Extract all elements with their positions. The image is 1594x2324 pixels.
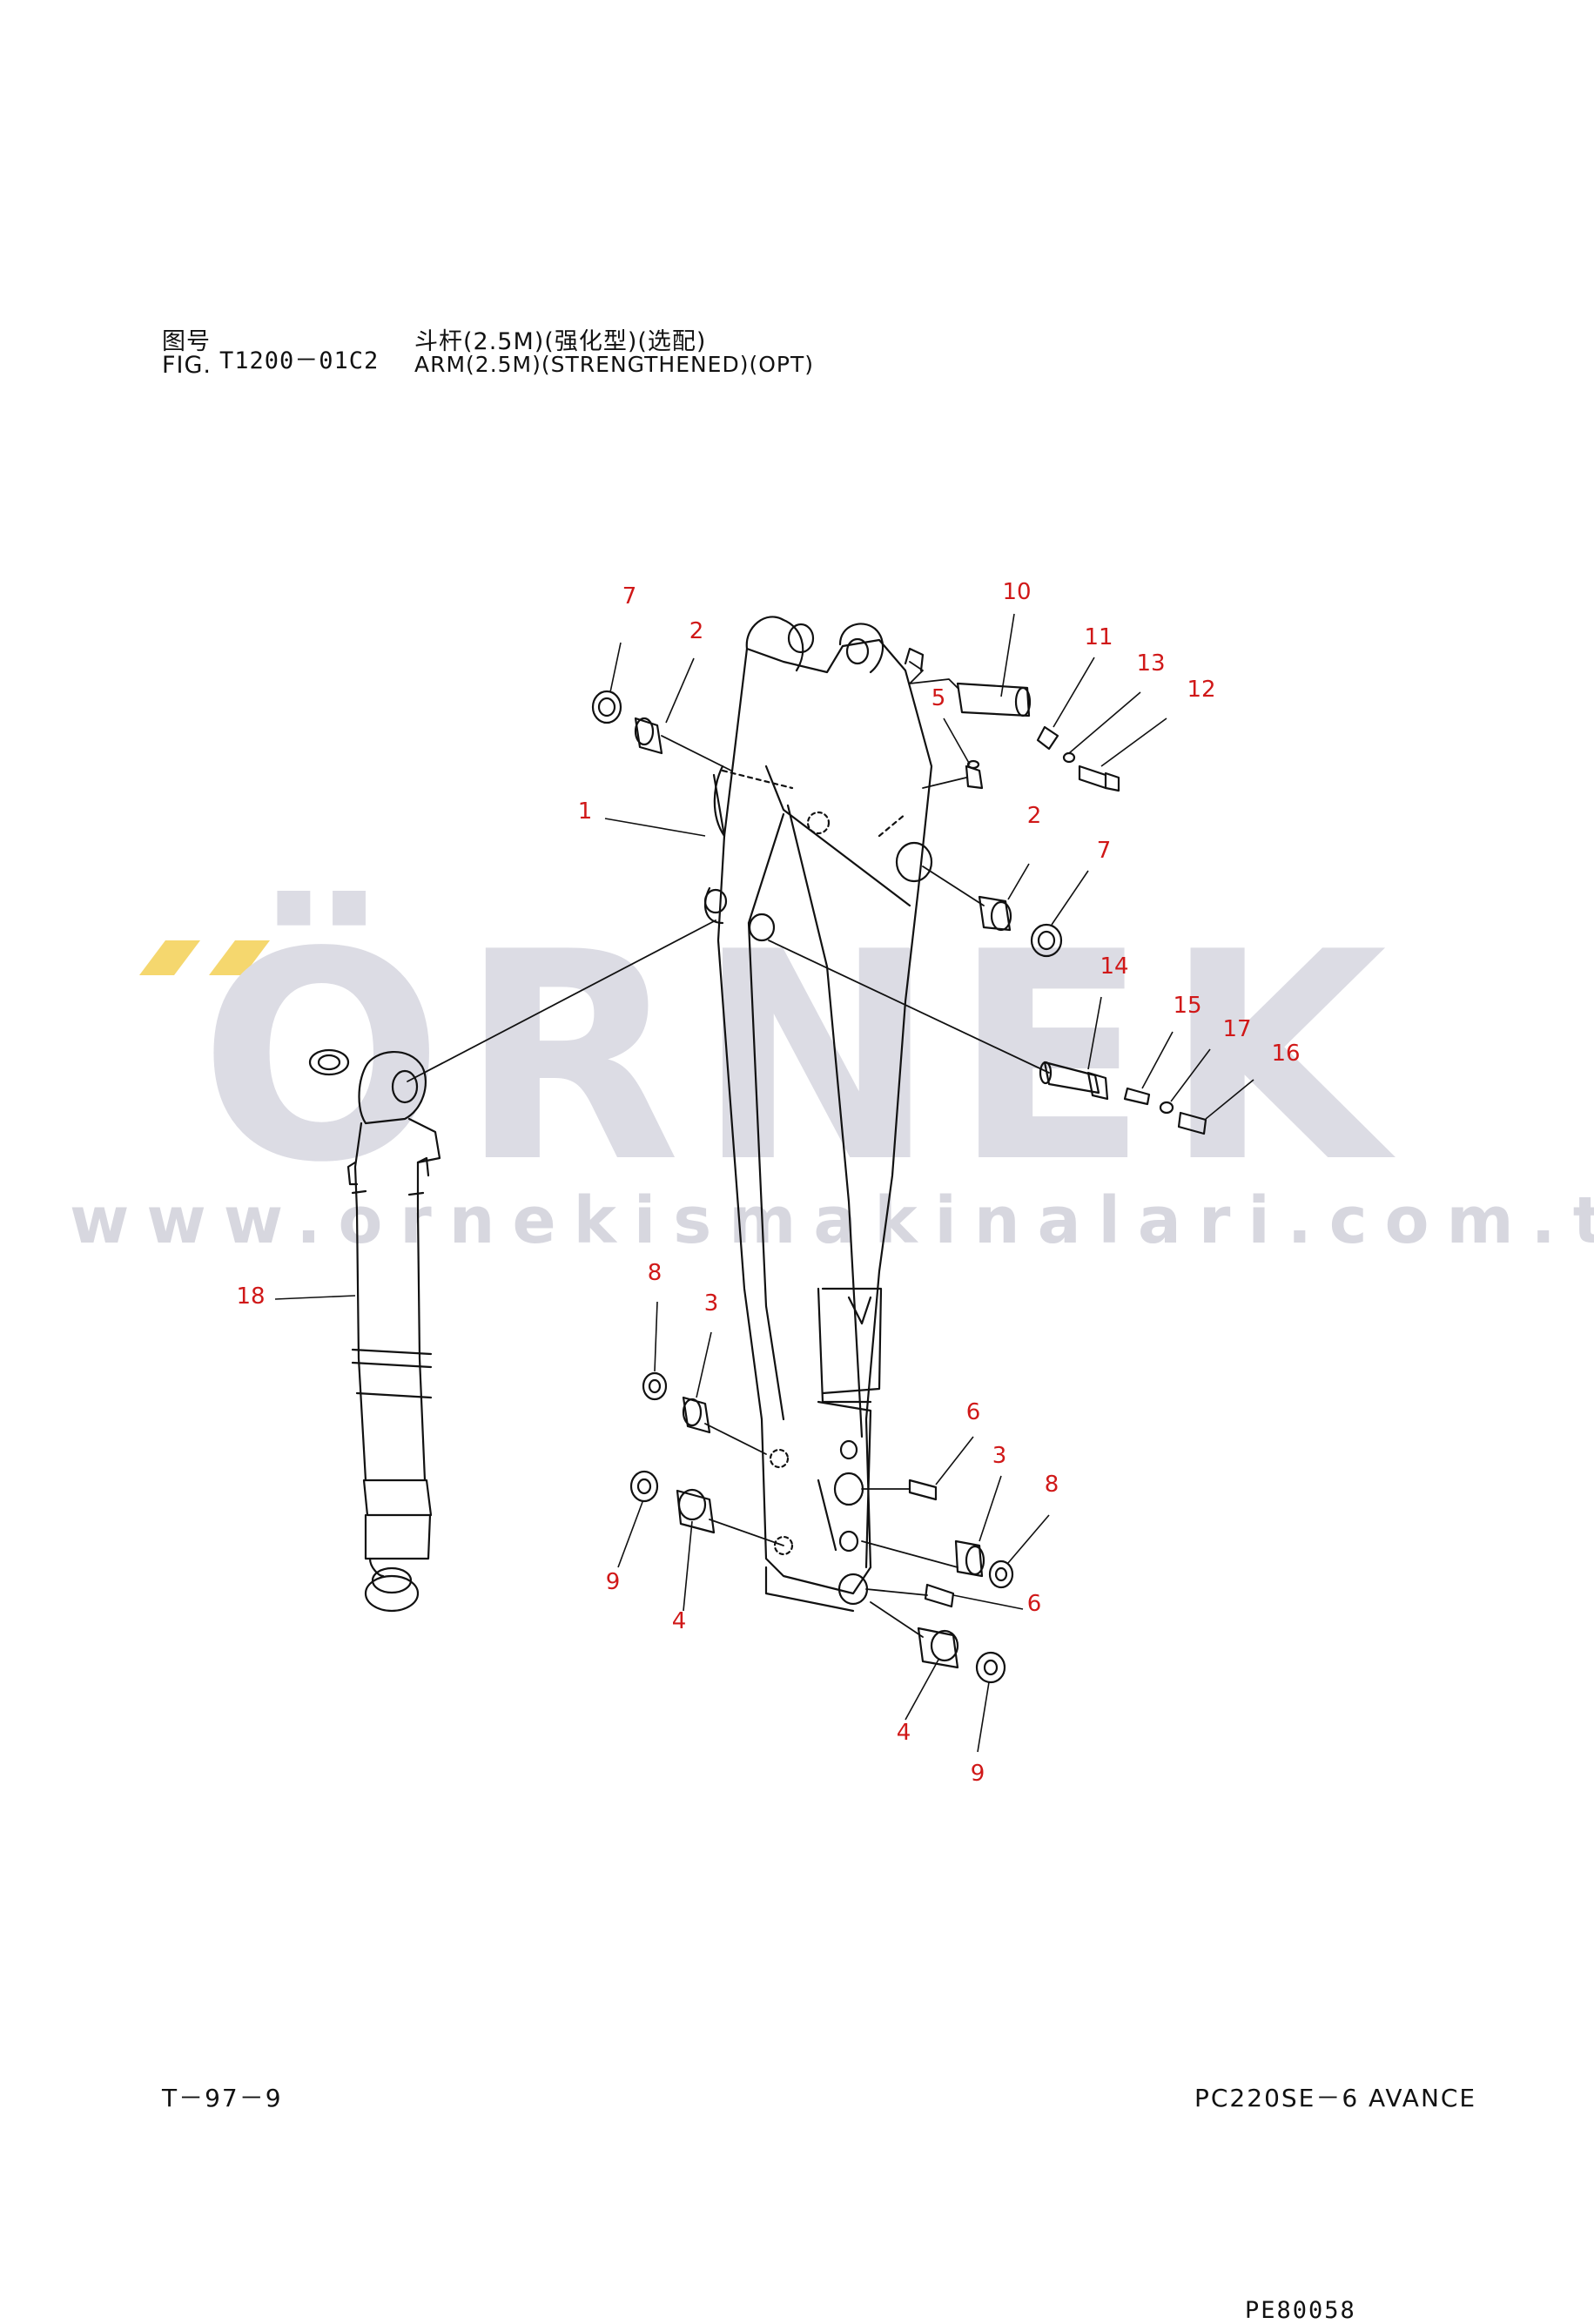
drawing-code: PE80058 [1245,2297,1356,2324]
callout-4: 4 [897,1720,911,1746]
accent-dot-left [139,940,200,975]
callout-6: 6 [1027,1591,1042,1617]
part-13-washer [1062,751,1076,764]
part-6-fitting-lower [924,1583,955,1608]
callout-5: 5 [932,685,946,711]
callout-6: 6 [966,1399,981,1425]
fig-number: T1200－01C2 [219,347,380,374]
watermark-brand: ÖRNEK [199,891,1402,1225]
part-3-bushing-right [954,1539,985,1578]
part-9-shim-left [629,1470,659,1503]
assembly-lines [407,661,1050,1638]
callout-10: 10 [1002,579,1031,605]
callout-3: 3 [704,1290,719,1317]
callout-17: 17 [1222,1016,1251,1042]
title-cn: 斗杆(2.5M)(强化型)(选配) [414,328,707,355]
fig-label-cn: 图号 [162,328,211,355]
part-11-lock [1036,725,1059,751]
watermark-url: www.ornekismakinalari.com.tr [70,1183,1594,1258]
callout-13: 13 [1136,650,1165,677]
callout-8: 8 [1045,1472,1059,1498]
parts-catalog-page: 图号 FIG. T1200－01C2 斗杆(2.5M)(强化型)(选配) ARM… [70,328,1594,2324]
leader-lines [274,613,1254,1753]
cylinder-18 [308,1048,441,1613]
part-16-bolt [1177,1111,1207,1135]
callout-18: 18 [236,1283,265,1310]
callout-14: 14 [1100,953,1128,980]
arm-body [703,616,933,1613]
callout-2: 2 [1027,803,1042,829]
part-6-fitting-upper [908,1479,938,1501]
part-8-shim-right [988,1559,1014,1589]
part-7-shim-right [1030,923,1063,958]
callout-1: 1 [578,798,593,825]
part-7-shim-left [591,690,622,724]
accent-dot-right [209,940,270,975]
callout-7: 7 [622,583,637,610]
pin-14 [1039,1061,1109,1101]
callout-15: 15 [1173,993,1201,1019]
callout-3: 3 [992,1443,1007,1469]
callout-2: 2 [689,618,704,644]
model-name: PC220SE－6 AVANCE [1194,2084,1477,2112]
callout-16: 16 [1271,1041,1300,1067]
callout-4: 4 [672,1608,687,1634]
part-5-fitting [965,759,984,790]
page-number: T－97－9 [162,2084,283,2112]
part-12-bolt [1078,765,1120,792]
callout-9: 9 [606,1569,621,1595]
callout-9: 9 [971,1761,985,1787]
part-4-bushing-left [676,1488,716,1534]
part-2-bushing-right [978,895,1012,932]
part-4-bushing-right [917,1627,959,1669]
part-17-washer [1159,1101,1174,1115]
part-15-sleeve [1123,1087,1151,1106]
part-9-shim-right [975,1651,1006,1684]
watermark-accent [139,940,270,975]
callout-12: 12 [1187,677,1215,703]
part-8-shim-left [642,1371,668,1401]
part-3-bushing-left [682,1396,711,1434]
callout-7: 7 [1097,838,1112,864]
fig-label-en: FIG. [162,352,212,379]
part-2-bushing-left [634,717,663,755]
callout-11: 11 [1084,624,1113,650]
pin-10 [904,647,1032,717]
title-en: ARM(2.5M)(STRENGTHENED)(OPT) [414,352,815,377]
callout-8: 8 [648,1260,662,1286]
